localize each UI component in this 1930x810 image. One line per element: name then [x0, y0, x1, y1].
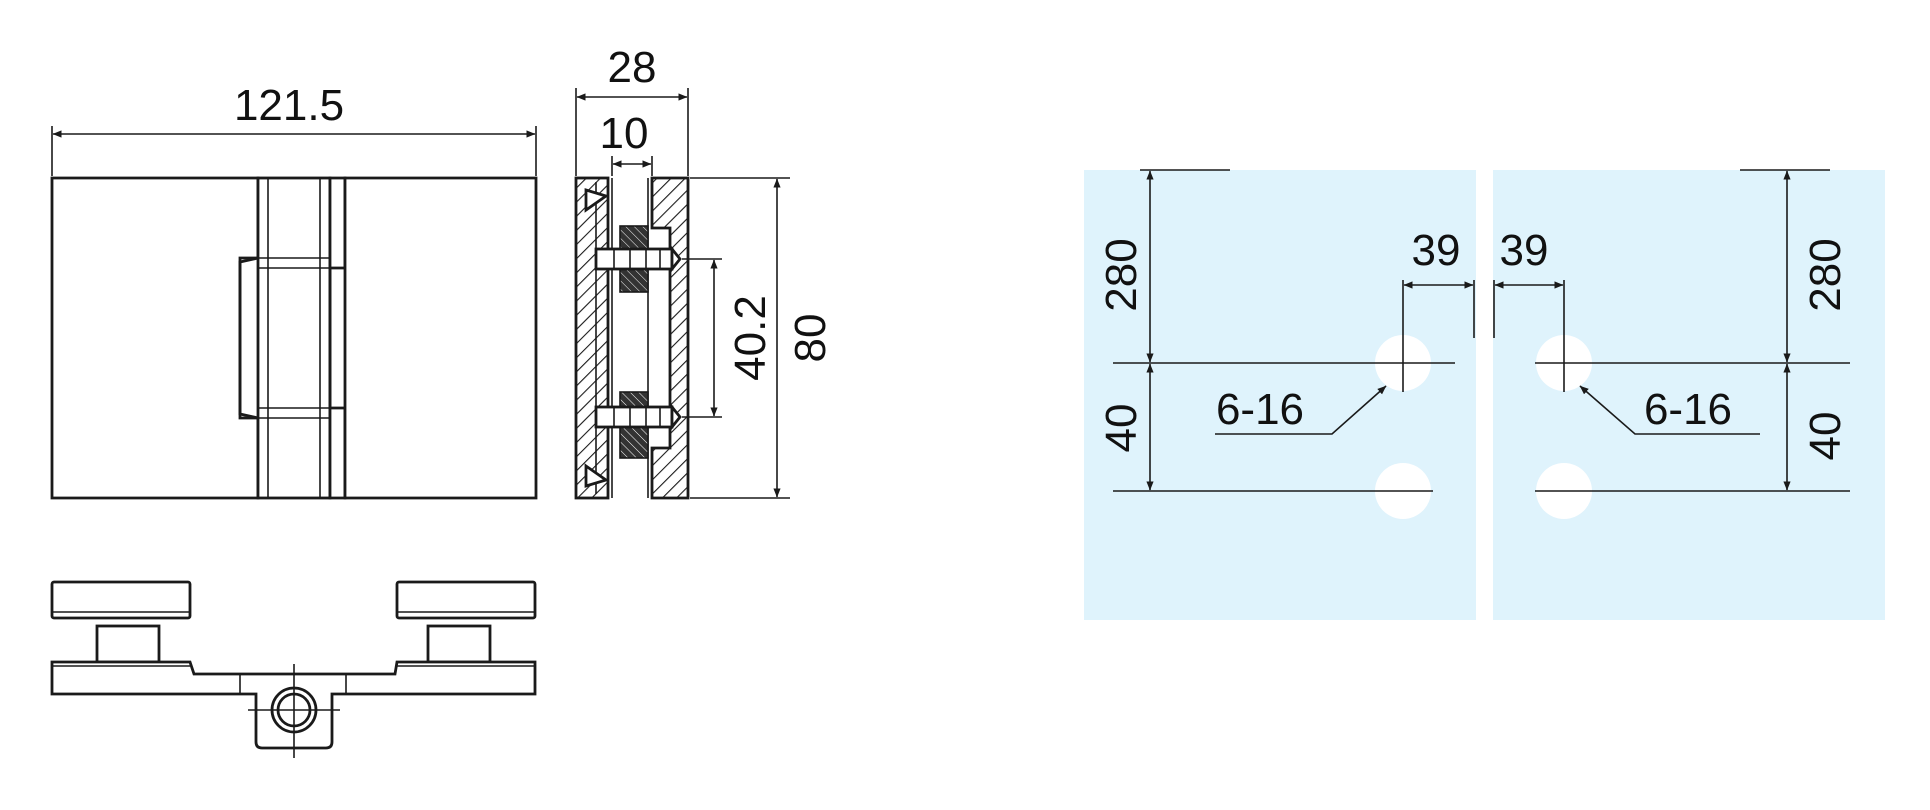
dimension-glass-gap: 10: [600, 109, 653, 176]
glass-left-edge-offset-label: 39: [1412, 226, 1461, 275]
dimension-total-depth: 28: [575, 43, 689, 176]
section-left-plate: [574, 176, 610, 500]
glass-left-hole-spec-label: 6-16: [1216, 385, 1304, 434]
hinge-knuckle: [256, 176, 332, 500]
glass-gap-label: 10: [600, 109, 649, 158]
hinge-right-leaf: [328, 176, 347, 500]
section-right-body: [650, 176, 690, 500]
dimension-hinge-height: 80: [690, 177, 835, 499]
screw-top: [594, 245, 682, 273]
hinge-right-plate: [343, 176, 538, 500]
hinge-front-view: 121.5: [50, 81, 538, 500]
hinge-side-section-view: 28 10 40.2 80: [574, 43, 835, 500]
dimension-hinge-width: 121.5: [51, 81, 537, 176]
screw-spacing-label: 40.2: [726, 295, 775, 381]
hinge-left-leaf: [50, 176, 260, 500]
glass-left-top-offset-label: 280: [1097, 238, 1146, 311]
glass-left-panel: 280 40 39 6-16: [1084, 169, 1476, 620]
screw-bottom: [594, 403, 682, 431]
glass-left-hole-leader: [1215, 385, 1387, 435]
glass-right: [1493, 170, 1885, 620]
total-depth-label: 28: [608, 43, 657, 92]
glass-left-hole-spacing-label: 40: [1097, 404, 1146, 453]
glass-right-edge-offset-label: 39: [1500, 226, 1549, 275]
dimension-screw-spacing: 40.2: [682, 258, 775, 418]
hinge-top-view: [50, 580, 537, 758]
glass-right-hole-spec-label: 6-16: [1644, 385, 1732, 434]
hinge-width-label: 121.5: [234, 81, 344, 130]
glass-right-hole-spacing-label: 40: [1801, 412, 1850, 461]
glass-right-panel: 280 40 39 6-16: [1493, 169, 1885, 620]
glass-right-hole-leader: [1579, 385, 1760, 435]
top-right-pad: [395, 580, 537, 620]
glass-right-top-offset-label: 280: [1801, 238, 1850, 311]
hinge-height-label: 80: [786, 314, 835, 363]
top-left-pad: [50, 580, 192, 620]
